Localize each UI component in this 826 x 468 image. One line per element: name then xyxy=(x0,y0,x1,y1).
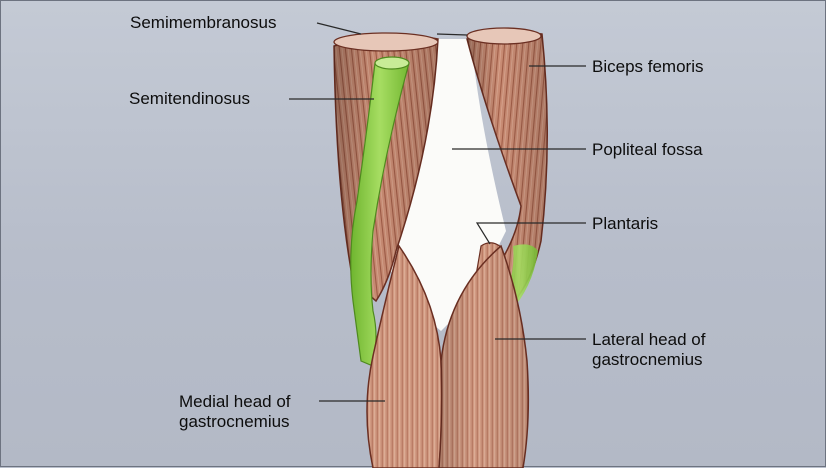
leader-semimembranosus-b xyxy=(437,34,467,35)
semitendinosus-cut-end xyxy=(375,57,409,69)
label-lateral-head: Lateral head of gastrocnemius xyxy=(592,330,705,370)
label-semimembranosus: Semimembranosus xyxy=(130,13,276,33)
label-medial-head: Medial head of gastrocnemius xyxy=(179,392,291,432)
label-semitendinosus: Semitendinosus xyxy=(129,89,250,109)
label-popliteal-fossa: Popliteal fossa xyxy=(592,140,703,160)
label-biceps-femoris: Biceps femoris xyxy=(592,57,703,77)
biceps-femoris-cut-end xyxy=(467,28,541,44)
leader-semimembranosus xyxy=(317,23,361,34)
label-plantaris: Plantaris xyxy=(592,214,658,234)
semimembranosus-cut-end xyxy=(334,33,438,51)
